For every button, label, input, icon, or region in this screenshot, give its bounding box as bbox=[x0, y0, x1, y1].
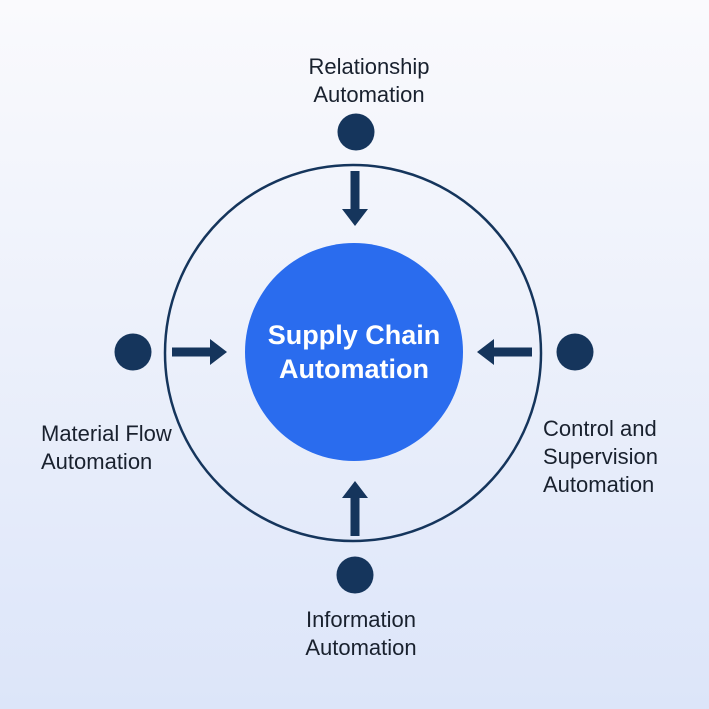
node-label-control-supervision-automation: Control and Supervision Automation bbox=[543, 415, 658, 499]
node-label-information-automation: Information Automation bbox=[305, 606, 416, 662]
node-label-bottom-line2: Automation bbox=[305, 635, 417, 660]
node-label-top-line1: Relationship bbox=[308, 54, 430, 79]
arrow-left-icon bbox=[477, 339, 532, 365]
node-label-left-line1: Material Flow bbox=[41, 421, 172, 446]
arrow-down-icon bbox=[342, 171, 368, 226]
node-label-right-line1: Control and bbox=[543, 416, 657, 441]
node-label-material-flow-automation: Material Flow Automation bbox=[41, 420, 172, 476]
center-label-line2: Automation bbox=[279, 354, 429, 384]
center-label: Supply Chain Automation bbox=[239, 318, 469, 386]
node-dot-bottom bbox=[336, 556, 374, 594]
outer-ring-circle bbox=[163, 163, 543, 543]
node-label-right-line3: Automation bbox=[543, 472, 655, 497]
node-label-top-line2: Automation bbox=[313, 82, 425, 107]
arrow-right-icon bbox=[172, 339, 227, 365]
node-dot-right bbox=[556, 333, 594, 371]
center-circle bbox=[245, 243, 463, 461]
arrow-up-icon bbox=[342, 481, 368, 536]
node-label-left-line2: Automation bbox=[41, 449, 153, 474]
node-label-relationship-automation: Relationship Automation bbox=[308, 53, 429, 109]
node-label-right-line2: Supervision bbox=[543, 444, 658, 469]
node-label-bottom-line1: Information bbox=[305, 607, 417, 632]
node-dot-left bbox=[114, 333, 152, 371]
center-label-line1: Supply Chain bbox=[267, 320, 441, 350]
node-dot-top bbox=[337, 113, 375, 151]
